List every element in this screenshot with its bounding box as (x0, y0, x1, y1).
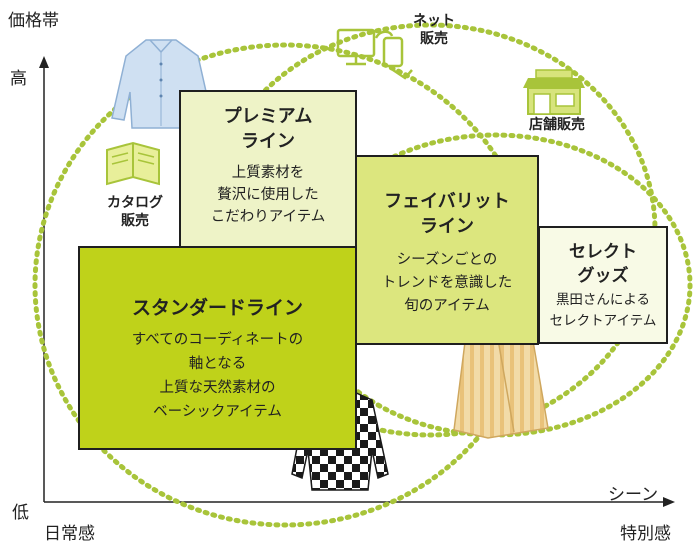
online-sales-label: ネット 販売 (413, 13, 455, 47)
favorite-line-box: フェイバリット ライン シーズンごとの トレンドを意識した 旬のアイテム (355, 155, 539, 345)
store-sales-label: 店舗販売 (529, 117, 585, 133)
standard-line-description: すべてのコーディネートの 軸となる 上質な天然素材の ベーシックアイテム (131, 332, 304, 420)
special-label: 特別感 (620, 524, 671, 544)
price-axis-title: 価格帯 (8, 11, 59, 31)
axes (39, 56, 675, 507)
computer-phone-icon (336, 28, 413, 80)
storefront-icon (523, 69, 585, 115)
premium-line-description: 上質素材を 贅沢に使用した こだわりアイテム (210, 165, 326, 225)
y-axis-arrow-icon (39, 56, 49, 68)
standard-line-box: スタンダードライン すべてのコーディネートの 軸となる 上質な天然素材の ベーシ… (78, 246, 357, 450)
premium-line-title: プレミアム ライン (223, 106, 313, 152)
favorite-line-title: フェイバリット ライン (384, 191, 510, 237)
select-goods-title: セレクト グッズ (569, 242, 637, 286)
catalog-sales-label: カタログ 販売 (107, 195, 163, 229)
select-goods-box: セレクト グッズ 黒田さんによる セレクトアイテム (538, 226, 668, 344)
price-low-label: 低 (12, 503, 29, 523)
x-axis-arrow-icon (663, 497, 675, 507)
premium-line-box: プレミアム ライン 上質素材を 贅沢に使用した こだわりアイテム (179, 90, 357, 248)
standard-line-title: スタンダードライン (131, 297, 303, 319)
select-goods-description: 黒田さんによる セレクトアイテム (549, 292, 657, 329)
scene-axis-title: シーン (608, 485, 659, 505)
price-high-label: 高 (10, 69, 27, 89)
everyday-label: 日常感 (44, 524, 95, 544)
favorite-line-description: シーズンごとの トレンドを意識した 旬のアイテム (381, 252, 513, 314)
book-icon (106, 141, 160, 186)
